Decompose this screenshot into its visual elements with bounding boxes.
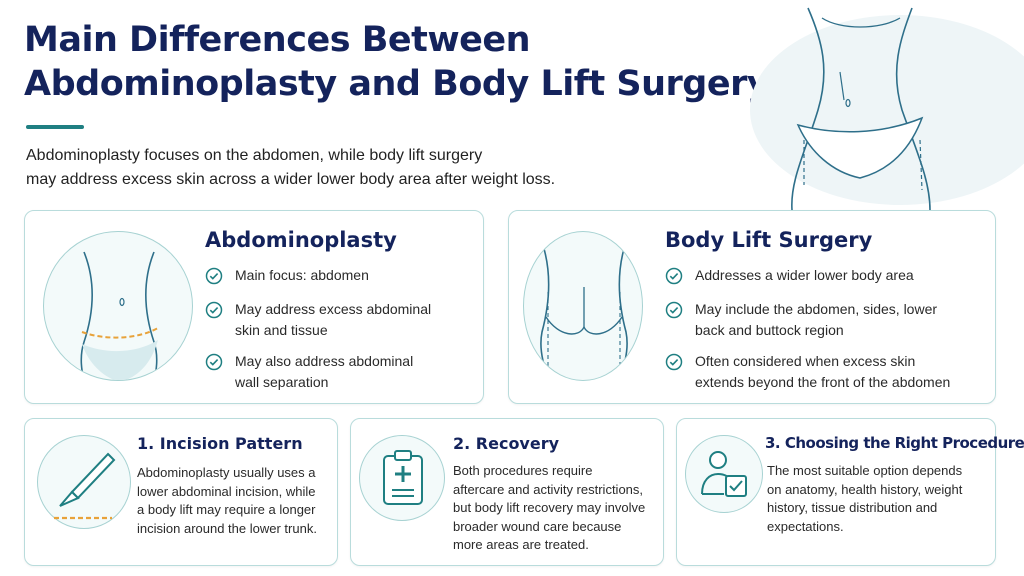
abdominoplasty-point: May also address abdominal wall separati…: [205, 351, 475, 393]
body-silhouette-illustration: [750, 7, 1024, 210]
incision-pattern-text: Abdominoplasty usually uses a lower abdo…: [137, 464, 333, 538]
choosing-procedure-card: 3. Choosing the Right Procedure The most…: [676, 418, 1024, 566]
text-line: more areas are treated.: [453, 537, 589, 552]
text-line: aftercare and activity restrictions,: [453, 481, 644, 497]
abdominoplasty-card: Abdominoplasty Main focus: abdomen May a…: [24, 210, 484, 404]
intro-line-1: Abdominoplasty focuses on the abdomen, w…: [26, 147, 483, 164]
point-line-1: Often considered when excess skin: [695, 353, 916, 369]
body-lift-point: Often considered when excess skin extend…: [665, 351, 985, 393]
torso-icon: [43, 231, 193, 381]
text-line: broader wound care because: [453, 518, 622, 534]
check-circle-icon: [665, 267, 683, 285]
intro-line-2: may address excess skin across a wider l…: [26, 171, 556, 188]
incision-pattern-title: 1. Incision Pattern: [137, 434, 303, 453]
body-lift-point: May include the abdomen, sides, lower ba…: [665, 299, 985, 341]
point-line-1: May also address abdominal: [235, 353, 414, 369]
body-lift-title: Body Lift Surgery: [665, 228, 873, 252]
recovery-title: 2. Recovery: [453, 434, 560, 453]
text-line: a body lift may require a longer: [137, 502, 316, 517]
abdominoplasty-point: May address excess abdominal skin and ti…: [205, 299, 475, 341]
text-line: Abdominoplasty usually uses a: [137, 465, 316, 480]
page-title-line-2: Abdominoplasty and Body Lift Surgery: [24, 64, 770, 104]
recovery-card: 2. Recovery Both procedures require afte…: [350, 418, 664, 566]
point-line-2: skin and tissue: [235, 322, 328, 338]
page-title-line-1: Main Differences Between: [24, 20, 531, 60]
point-line-2: wall separation: [235, 374, 329, 390]
choosing-procedure-text: The most suitable option depends on anat…: [767, 462, 993, 536]
incision-pattern-card: 1. Incision Pattern Abdominoplasty usual…: [24, 418, 338, 566]
text-line: history, tissue distribution and: [767, 500, 938, 515]
person-check-icon: [685, 435, 763, 513]
abdominoplasty-point: Main focus: abdomen: [205, 265, 475, 286]
recovery-text: Both procedures require aftercare and ac…: [453, 462, 661, 555]
check-circle-icon: [665, 353, 683, 371]
buttocks-icon: [523, 231, 643, 381]
check-circle-icon: [205, 301, 223, 319]
text-line: lower abdominal incision, while: [137, 483, 316, 499]
title-divider: [26, 125, 84, 129]
check-circle-icon: [665, 301, 683, 319]
body-lift-points: Addresses a wider lower body area May in…: [665, 265, 985, 393]
scalpel-icon: [37, 435, 131, 529]
intro-text: Abdominoplasty focuses on the abdomen, w…: [26, 144, 646, 192]
point-line-2: extends beyond the front of the abdomen: [695, 374, 951, 390]
text-line: Both procedures require: [453, 463, 593, 478]
text-line: expectations.: [767, 518, 844, 534]
point-line-1: Addresses a wider lower body area: [695, 267, 914, 283]
text-line: The most suitable option depends: [767, 463, 963, 478]
choosing-procedure-title: 3. Choosing the Right Procedure: [765, 434, 1024, 452]
clipboard-icon: [359, 435, 445, 521]
body-lift-point: Addresses a wider lower body area: [665, 265, 985, 286]
text-line: but body lift recovery may involve: [453, 500, 646, 515]
check-circle-icon: [205, 267, 223, 285]
point-line-1: May include the abdomen, sides, lower: [695, 301, 938, 317]
point-line-1: May address excess abdominal: [235, 301, 432, 317]
text-line: on anatomy, health history, weight: [767, 481, 963, 497]
check-circle-icon: [205, 353, 223, 371]
abdominoplasty-title: Abdominoplasty: [205, 228, 397, 252]
point-line-2: back and buttock region: [695, 322, 844, 338]
point-line-1: Main focus: abdomen: [235, 267, 369, 283]
text-line: incision around the lower trunk.: [137, 520, 317, 536]
body-lift-card: Body Lift Surgery Addresses a wider lowe…: [508, 210, 996, 404]
abdominoplasty-points: Main focus: abdomen May address excess a…: [205, 265, 475, 393]
page-title: Main Differences Between Abdominoplasty …: [24, 18, 784, 106]
